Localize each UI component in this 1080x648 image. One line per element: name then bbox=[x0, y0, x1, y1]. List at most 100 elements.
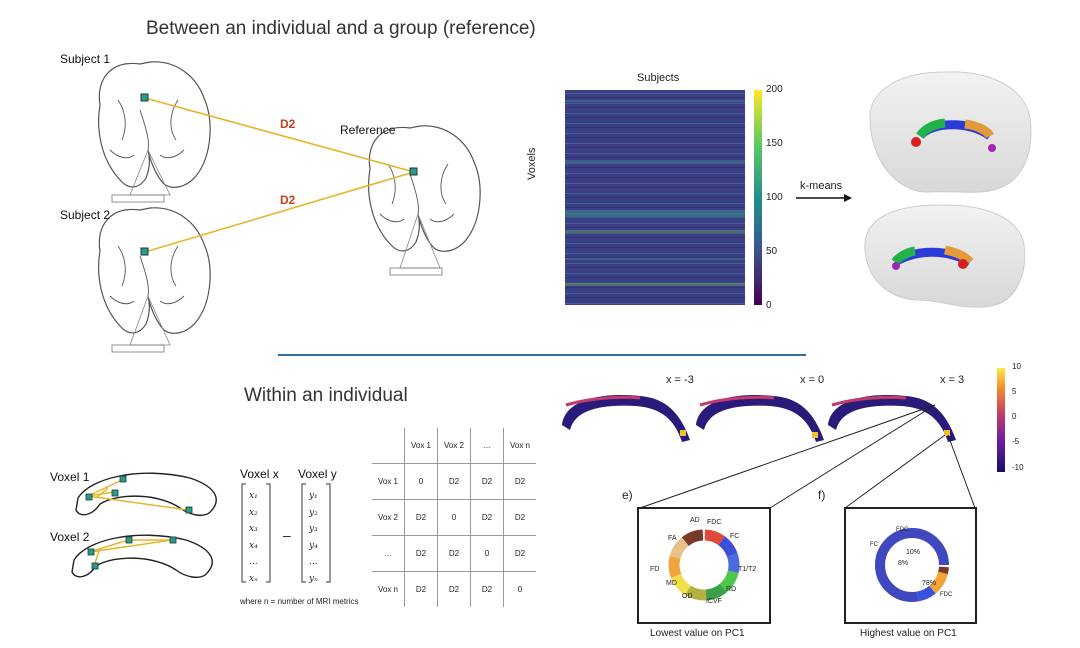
d2-label-1: D2 bbox=[280, 117, 296, 131]
cc-voxel-markers bbox=[85, 475, 193, 570]
f-pct-8: 8% bbox=[898, 560, 909, 567]
panel-e-label: e) bbox=[622, 488, 633, 502]
e-seg-md: MD bbox=[666, 580, 677, 587]
e-seg-ad: AD bbox=[690, 517, 700, 524]
slice-1 bbox=[562, 395, 690, 442]
x-vector-entry: x₃ bbox=[249, 524, 258, 534]
vector-brackets bbox=[241, 483, 331, 583]
voxel-y-label: Voxel y bbox=[298, 467, 337, 481]
panel-e-box bbox=[637, 507, 771, 624]
matrix-cell: ... bbox=[372, 535, 405, 572]
slice-label-1: x = -3 bbox=[666, 374, 694, 386]
panel-f-caption: Highest value on PC1 bbox=[860, 628, 957, 639]
matrix-cell: D2 bbox=[437, 571, 471, 607]
matrix-row: Vox 1 0 D2 D2 D2 bbox=[372, 463, 536, 500]
d2-lines bbox=[144, 97, 415, 253]
matrix-cell: Vox 1 bbox=[404, 428, 438, 464]
cc-shape-1 bbox=[75, 472, 217, 517]
panel-f-box bbox=[844, 507, 977, 624]
heatmap bbox=[565, 90, 745, 305]
heatmap-title: Subjects bbox=[637, 72, 680, 84]
matrix-cell: D2 bbox=[470, 463, 504, 500]
heat-cbar-tick-0: 200 bbox=[766, 84, 783, 95]
bottom-title: Within an individual bbox=[244, 385, 408, 406]
slice-3 bbox=[828, 395, 956, 442]
x-vector-entry: x₄ bbox=[249, 540, 258, 551]
matrix-cell: D2 bbox=[470, 571, 504, 607]
matrix-cell: D2 bbox=[404, 499, 438, 536]
panel-e-donut bbox=[668, 529, 740, 601]
brain-subject-2 bbox=[98, 207, 211, 353]
distance-matrix: Vox 1 Vox 2 ... Vox n Vox 1 0 D2 D2 D2 V… bbox=[372, 428, 536, 607]
kmeans-arrow bbox=[796, 194, 852, 202]
slice-cbar-tick-4: -10 bbox=[1012, 463, 1024, 472]
matrix-cell: Vox 1 bbox=[372, 463, 405, 500]
cc-shape-2 bbox=[71, 534, 213, 579]
d2-label-2: D2 bbox=[280, 193, 296, 207]
slice-cbar-tick-0: 10 bbox=[1012, 362, 1021, 371]
matrix-cell: D2 bbox=[503, 463, 536, 500]
matrix-cell: D2 bbox=[470, 499, 504, 536]
f-pct-78: 78% bbox=[922, 580, 937, 587]
matrix-row: Vox 1 Vox 2 ... Vox n bbox=[372, 428, 536, 464]
voxel1-lines bbox=[87, 479, 189, 511]
voxel-2-label: Voxel 2 bbox=[50, 530, 90, 544]
glass-brain-1 bbox=[869, 71, 1032, 193]
e-seg-od: OD bbox=[682, 593, 693, 600]
matrix-cell: Vox n bbox=[372, 571, 405, 607]
voxel-x-label: Voxel x bbox=[240, 467, 279, 481]
zoom-lines bbox=[639, 404, 976, 509]
panel-f-label: f) bbox=[818, 488, 826, 502]
slice-2 bbox=[696, 395, 824, 442]
voxel2-lines bbox=[89, 539, 173, 567]
heat-cbar-tick-3: 50 bbox=[766, 246, 778, 257]
subject-1-label: Subject 1 bbox=[60, 52, 111, 66]
f-pct-10: 10% bbox=[906, 549, 921, 556]
brain-subject-1 bbox=[98, 61, 211, 203]
matrix-cell: Vox n bbox=[503, 428, 536, 464]
y-vector-entry: y₄ bbox=[309, 540, 318, 551]
e-seg-icvf: ICVF bbox=[706, 598, 722, 605]
voxel-1-label: Voxel 1 bbox=[50, 470, 90, 484]
x-vector-entry: x₁ bbox=[249, 491, 258, 501]
y-vector-entry: y₁ bbox=[309, 491, 318, 501]
e-seg-fd: FD bbox=[650, 566, 660, 573]
matrix-cell: ... bbox=[470, 428, 504, 464]
reference-label: Reference bbox=[340, 123, 396, 137]
f-seg-fdc-small: FDC bbox=[896, 527, 909, 533]
slice-cbar-tick-1: 5 bbox=[1012, 387, 1017, 396]
matrix-cell: Vox 2 bbox=[372, 499, 405, 536]
subject-2-label: Subject 2 bbox=[60, 208, 111, 222]
matrix-cell: D2 bbox=[404, 535, 438, 572]
e-seg-fa: FA bbox=[668, 535, 677, 542]
matrix-cell: Vox 2 bbox=[437, 428, 471, 464]
e-seg-t1t2: T1/T2 bbox=[738, 566, 757, 573]
slice-label-2: x = 0 bbox=[800, 374, 825, 386]
y-vector-entry: y₃ bbox=[309, 524, 318, 534]
voxel-markers bbox=[140, 93, 418, 256]
heat-cbar-tick-1: 150 bbox=[766, 138, 783, 149]
glass-brain-2 bbox=[864, 204, 1026, 308]
y-vector-entry: ... bbox=[309, 557, 318, 567]
kmeans-label: k-means bbox=[800, 180, 843, 192]
matrix-cell: D2 bbox=[437, 463, 471, 500]
matrix-cell: 0 bbox=[470, 535, 504, 572]
heatmap-ylabel: Voxels bbox=[526, 147, 538, 180]
x-vector-entry: xₙ bbox=[249, 573, 258, 584]
f-seg-fc: FC bbox=[870, 542, 878, 548]
matrix-cell: 0 bbox=[503, 571, 536, 607]
matrix-cell: D2 bbox=[404, 571, 438, 607]
slice-colorbar bbox=[997, 368, 1005, 472]
matrix-cell: D2 bbox=[503, 499, 536, 536]
e-seg-rd: RD bbox=[726, 586, 737, 593]
matrix-row: ... D2 D2 0 D2 bbox=[372, 535, 536, 572]
matrix-cell: 0 bbox=[437, 499, 471, 536]
heatmap-colorbar bbox=[754, 90, 762, 305]
matrix-cell bbox=[372, 428, 405, 464]
heat-cbar-tick-4: 0 bbox=[766, 300, 772, 311]
heat-cbar-tick-2: 100 bbox=[766, 192, 783, 203]
slice-cbar-tick-3: -5 bbox=[1012, 437, 1020, 446]
matrix-row: Vox n D2 D2 D2 0 bbox=[372, 571, 536, 607]
x-vector-entry: ... bbox=[249, 557, 258, 567]
